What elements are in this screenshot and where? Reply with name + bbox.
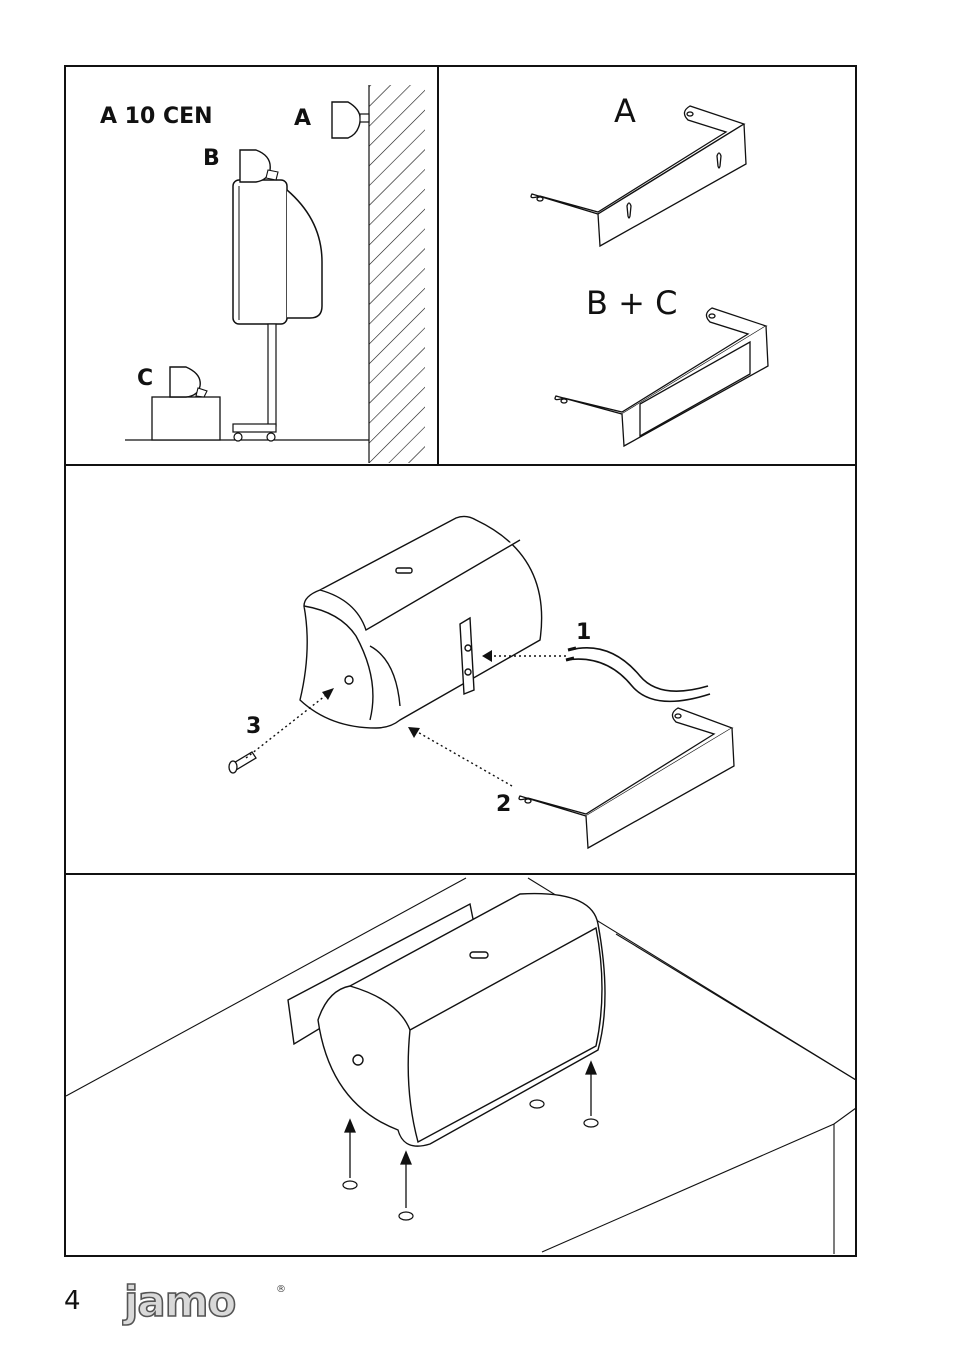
position-b-label: B [203,146,220,171]
position-a-label: A [294,106,311,131]
bracket-bc-drawing [555,308,768,446]
wall-hatch [369,85,425,463]
step-3-label: 3 [246,714,261,739]
position-c-label: C [137,366,153,391]
speaker-position-b [240,150,278,182]
bracket-a-label: A [614,92,636,130]
bracket-bc-label: B + C [586,284,677,322]
speaker-position-c [170,367,207,397]
page-number: 4 [64,1286,81,1316]
low-cabinet [152,397,220,440]
step-2-label: 2 [496,792,511,817]
registered-mark: ® [276,1284,286,1295]
speaker-position-a [332,102,369,138]
screw [229,752,256,773]
speaker-wire [566,648,710,702]
step-1-label: 1 [576,620,591,645]
bracket-panel3 [519,708,734,848]
brand-wordmark: jamo [122,1278,236,1326]
bracket-a-drawing [531,106,746,246]
model-label: A 10 CEN [100,104,213,129]
speaker-assembly [300,516,542,728]
tv-on-stand [233,180,322,441]
speaker-on-bracket [288,894,605,1147]
jamo-logo: jamo ® [122,1278,292,1326]
